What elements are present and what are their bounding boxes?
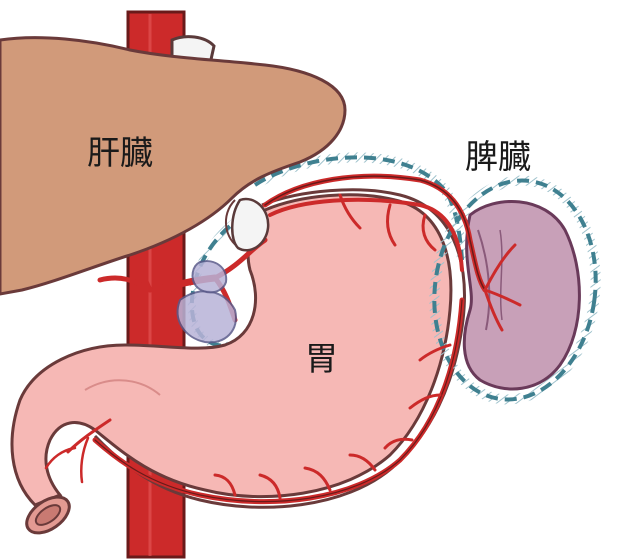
liver-label: 肝臓	[87, 133, 153, 172]
bile-duct	[231, 197, 270, 252]
spleen-boundary	[429, 175, 601, 405]
artery-network	[44, 173, 522, 505]
spleen	[462, 200, 581, 391]
duodenum-opening	[25, 495, 71, 535]
stomach-label: 胃	[305, 339, 338, 378]
spleen-label: 脾臓	[465, 137, 531, 176]
lymph-node-cluster	[176, 260, 237, 344]
